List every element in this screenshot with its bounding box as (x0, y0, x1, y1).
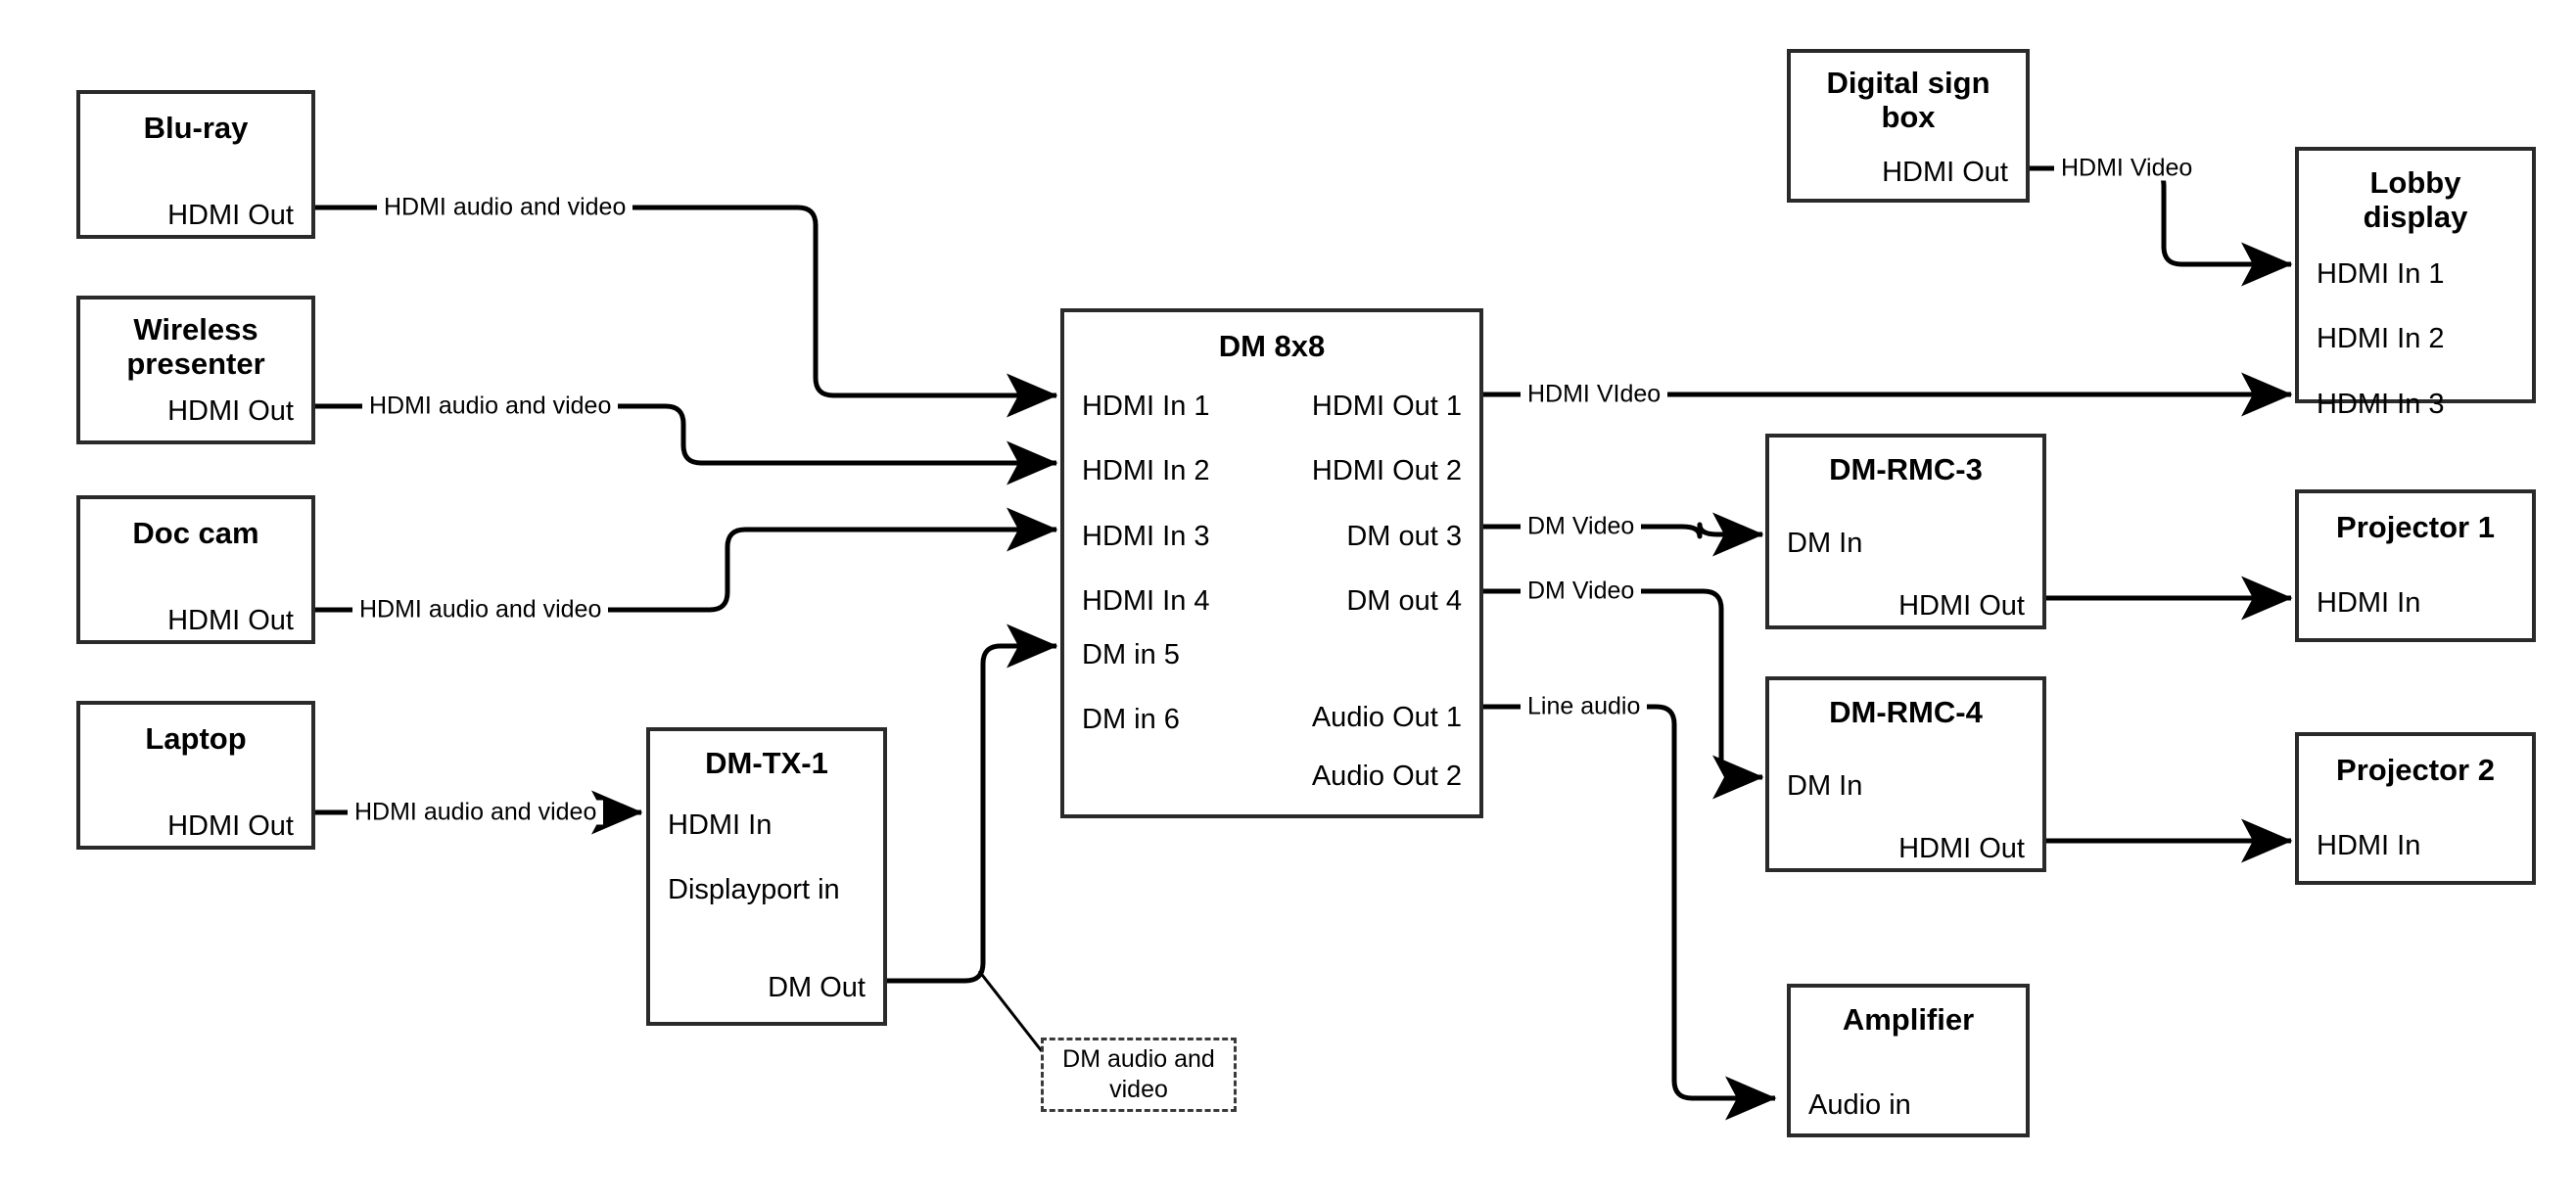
port-dmrmc3-dm-in: DM In (1787, 528, 1863, 559)
port-amplifier-audio-in: Audio in (1808, 1089, 1911, 1121)
wire-label-dmout4-to-dmrmc4: DM Video (1521, 578, 1642, 604)
port-bluray-hdmi-out: HDMI Out (167, 200, 294, 231)
node-digital-sign-box-title: Digital sign box (1826, 66, 1991, 134)
wire-doccam-to-dm8x8 (315, 507, 1058, 613)
port-dmtx1-hdmi-in: HDMI In (668, 809, 773, 841)
port-dm8x8-hdmi-out-1: HDMI Out 1 (1311, 391, 1462, 422)
node-dm-8x8-title: DM 8x8 (1218, 329, 1326, 363)
node-dm-rmc-4-title: DM-RMC-4 (1829, 695, 1983, 729)
node-dm-8x8[interactable]: DM 8x8 HDMI In 1 HDMI In 2 HDMI In 3 HDM… (1060, 308, 1483, 818)
node-dm-rmc-3[interactable]: DM-RMC-3 DM In HDMI Out (1765, 434, 2046, 629)
port-dmtx1-displayport-in: Displayport in (668, 874, 840, 905)
wire-label-bluray-to-dm8x8: HDMI audio and video (377, 195, 633, 220)
wire-label-dmout3-to-dmrmc3: DM Video (1521, 514, 1642, 539)
port-dm8x8-dm-out-4: DM out 4 (1346, 585, 1462, 617)
port-dm8x8-hdmi-in-4: HDMI In 4 (1082, 585, 1210, 617)
port-lobby-hdmi-in-1: HDMI In 1 (2317, 258, 2445, 290)
node-amplifier-title: Amplifier (1842, 1002, 1975, 1037)
port-dm8x8-audio-out-1: Audio Out 1 (1311, 702, 1462, 733)
port-dm8x8-dm-out-3: DM out 3 (1346, 521, 1462, 552)
node-doc-cam-title: Doc cam (132, 516, 259, 550)
wire-dmout3-to-dmrmc3 (1483, 512, 1764, 557)
callout-dm-audio-and-video: DM audio and video (1041, 1038, 1237, 1112)
port-lobby-hdmi-in-3: HDMI In 3 (2317, 389, 2445, 420)
wire-label-doccam-to-dm8x8: HDMI audio and video (352, 597, 609, 623)
wire-label-audioout1-to-amplifier: Line audio (1521, 694, 1648, 719)
node-laptop-title: Laptop (145, 721, 247, 756)
node-projector-2[interactable]: Projector 2 HDMI In (2295, 732, 2536, 885)
node-bluray-title: Blu-ray (143, 111, 249, 145)
wire-label-laptop-to-dmtx1: HDMI audio and video (348, 800, 604, 825)
port-digitalsign-hdmi-out: HDMI Out (1882, 157, 2008, 188)
port-laptop-hdmi-out: HDMI Out (167, 810, 294, 842)
wire-wireless-to-dm8x8 (315, 403, 1058, 485)
node-dm-tx-1[interactable]: DM-TX-1 HDMI In Displayport in DM Out (646, 727, 887, 1026)
port-projector2-hdmi-in: HDMI In (2317, 830, 2421, 861)
node-bluray[interactable]: Blu-ray HDMI Out (76, 90, 315, 239)
port-dmrmc4-hdmi-out: HDMI Out (1898, 833, 2025, 864)
callout-leader-line (977, 970, 1044, 1052)
wire-dmtx1-to-dm8x8 (887, 624, 1058, 984)
node-wireless-presenter-title: Wireless presenter (126, 312, 265, 381)
wire-label-hdmiout1-to-lobby: HDMI VIdeo (1521, 382, 1668, 407)
port-dm8x8-hdmi-in-2: HDMI In 2 (1082, 455, 1210, 486)
node-wireless-presenter[interactable]: Wireless presenter HDMI Out (76, 296, 315, 444)
node-lobby-display[interactable]: Lobby display HDMI In 1 HDMI In 2 HDMI I… (2295, 147, 2536, 419)
port-dmrmc3-hdmi-out: HDMI Out (1898, 590, 2025, 622)
node-dm-tx-1-title: DM-TX-1 (705, 746, 828, 780)
port-projector1-hdmi-in: HDMI In (2317, 587, 2421, 619)
wire-digitalsign-to-lobby (2030, 165, 2293, 287)
port-dm8x8-dm-in-6: DM in 6 (1082, 704, 1180, 735)
port-dmtx1-dm-out: DM Out (768, 972, 866, 1003)
wire-audioout1-to-amplifier (1483, 704, 1777, 1121)
node-laptop[interactable]: Laptop HDMI Out (76, 701, 315, 850)
port-dm8x8-hdmi-in-1: HDMI In 1 (1082, 391, 1210, 422)
node-projector-2-title: Projector 2 (2336, 753, 2495, 787)
port-lobby-hdmi-in-2: HDMI In 2 (2317, 323, 2445, 354)
port-doccam-hdmi-out: HDMI Out (167, 605, 294, 636)
node-dm-rmc-4[interactable]: DM-RMC-4 DM In HDMI Out (1765, 676, 2046, 872)
port-wireless-hdmi-out: HDMI Out (167, 395, 294, 427)
port-dm8x8-dm-in-5: DM in 5 (1082, 639, 1180, 670)
port-dm8x8-hdmi-out-2: HDMI Out 2 (1311, 455, 1462, 486)
wire-dmout4-to-dmrmc4 (1483, 588, 1764, 800)
node-doc-cam[interactable]: Doc cam HDMI Out (76, 495, 315, 644)
wire-label-wireless-to-dm8x8: HDMI audio and video (362, 393, 619, 419)
wire-bluray-to-dm8x8 (315, 205, 1058, 418)
port-dm8x8-audio-out-2: Audio Out 2 (1311, 761, 1462, 792)
wire-label-digitalsign-to-lobby: HDMI Video (2054, 156, 2200, 181)
node-projector-1-title: Projector 1 (2336, 510, 2495, 544)
port-dmrmc4-dm-in: DM In (1787, 770, 1863, 802)
node-amplifier[interactable]: Amplifier Audio in (1787, 984, 2030, 1137)
node-lobby-display-title: Lobby display (2363, 165, 2468, 234)
node-projector-1[interactable]: Projector 1 HDMI In (2295, 489, 2536, 642)
node-digital-sign-box[interactable]: Digital sign box HDMI Out (1787, 49, 2030, 203)
node-dm-rmc-3-title: DM-RMC-3 (1829, 452, 1983, 486)
port-dm8x8-hdmi-in-3: HDMI In 3 (1082, 521, 1210, 552)
